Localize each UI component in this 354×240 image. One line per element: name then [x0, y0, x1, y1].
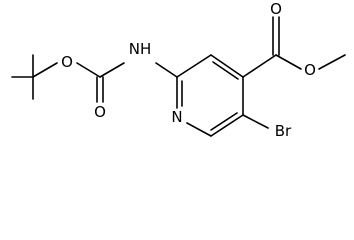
bond-ester-carbon-to-oxygen [275, 54, 302, 70]
tert-butyl-group [11, 54, 58, 100]
bond-ring-to-ester-carbon [242, 54, 277, 78]
bond-nh-to-ring [155, 62, 178, 78]
bond-c5-c6-inner [210, 112, 238, 131]
bond-oxygen-to-carbonyl-carbon [76, 62, 101, 78]
bond-ring-to-bromine [242, 114, 269, 129]
atom-label-oxygen-boc-carbonyl: O [94, 103, 106, 121]
bond-c3-c4 [210, 54, 244, 78]
pyridine-ring [176, 54, 244, 137]
bond-carbonyl-to-nh [99, 62, 125, 78]
bond-c2-c3 [176, 54, 212, 78]
chemical-structure: O O NH N O O Br [11, 0, 346, 138]
methyl-ester-group [242, 16, 346, 78]
bond-oxygen-to-methyl [318, 54, 346, 70]
atom-label-nh-amide: NH [129, 40, 152, 58]
boc-carbamate-group [76, 62, 178, 103]
atom-label-oxygen-ester-ether: O [304, 61, 316, 79]
bond-tbu-to-oxygen [32, 62, 58, 78]
atom-label-bromine: Br [275, 122, 292, 138]
atom-label-oxygen-ester-carbonyl: O [270, 0, 282, 18]
bond-c3-c4-inner [212, 61, 239, 80]
atom-label-nitrogen-ring: N [171, 108, 182, 126]
bond-c5-c6 [210, 114, 244, 137]
bond-c6-n1 [186, 122, 212, 137]
atom-label-oxygen-boc-ether: O [61, 53, 73, 71]
